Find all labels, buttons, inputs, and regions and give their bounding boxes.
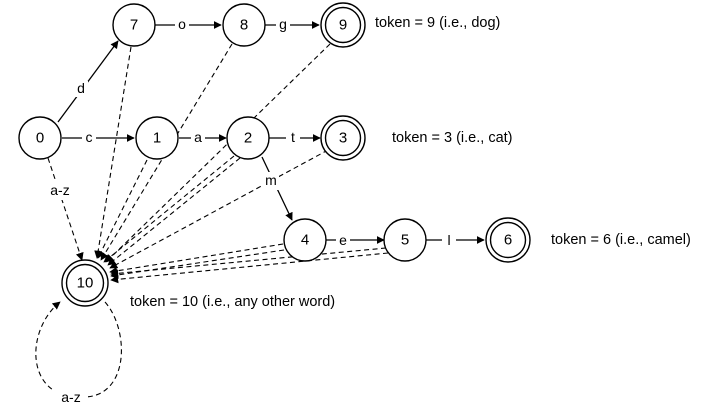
state-6: 6 xyxy=(485,217,531,263)
token-cat: token = 3 (i.e., cat) xyxy=(392,130,513,146)
edge-2b-10 xyxy=(107,157,241,266)
state-0-label: 0 xyxy=(36,130,44,147)
label-az-down: a-z xyxy=(50,182,69,198)
edge-9-10 xyxy=(105,43,331,263)
dashed-transitions xyxy=(35,43,389,398)
label-t: t xyxy=(291,129,295,145)
edge-1-10 xyxy=(97,159,148,259)
state-2: 2 xyxy=(226,116,270,160)
state-7-label: 7 xyxy=(130,17,138,34)
label-a: a xyxy=(194,129,202,145)
state-10-label: 10 xyxy=(77,275,94,292)
state-1-label: 1 xyxy=(153,130,161,147)
edge-5a-10 xyxy=(110,247,387,278)
state-5: 5 xyxy=(383,218,427,262)
edge-5b-10 xyxy=(110,252,389,284)
state-1: 1 xyxy=(135,116,179,160)
label-az-loop: a-z xyxy=(61,389,80,405)
label-c: c xyxy=(86,129,93,145)
state-8-label: 8 xyxy=(240,17,248,34)
label-l: l xyxy=(447,232,450,248)
edge-0-10 xyxy=(47,157,84,261)
label-d: d xyxy=(77,80,85,96)
edge-4a-10 xyxy=(109,243,284,275)
token-annotations: token = 9 (i.e., dog) token = 3 (i.e., c… xyxy=(130,15,691,310)
edge-3-10 xyxy=(109,149,329,269)
state-9-label: 9 xyxy=(339,17,347,34)
state-7: 7 xyxy=(112,3,156,47)
state-0: 0 xyxy=(18,116,62,160)
states: 0 1 2 3 4 5 6 7 xyxy=(18,2,531,307)
edge-labels: d o g c a t m e l a-z a-z xyxy=(44,16,456,406)
state-5-label: 5 xyxy=(401,232,409,249)
label-m: m xyxy=(265,172,277,188)
state-6-label: 6 xyxy=(504,232,512,249)
state-3: 3 xyxy=(320,115,366,161)
state-4-label: 4 xyxy=(301,232,309,249)
token-other: token = 10 (i.e., any other word) xyxy=(130,294,335,310)
state-8: 8 xyxy=(222,3,266,47)
token-dog: token = 9 (i.e., dog) xyxy=(375,15,500,31)
edge-2a-10 xyxy=(103,155,235,263)
state-10: 10 xyxy=(61,259,109,307)
state-9: 9 xyxy=(320,2,366,48)
token-camel: token = 6 (i.e., camel) xyxy=(551,232,691,248)
edge-7-10 xyxy=(94,46,132,259)
state-2-label: 2 xyxy=(244,130,252,147)
self-loop-10 xyxy=(35,301,122,398)
state-4: 4 xyxy=(283,218,327,262)
label-e: e xyxy=(339,232,347,248)
label-g: g xyxy=(279,16,287,32)
state-3-label: 3 xyxy=(339,130,347,147)
label-o: o xyxy=(178,16,186,32)
